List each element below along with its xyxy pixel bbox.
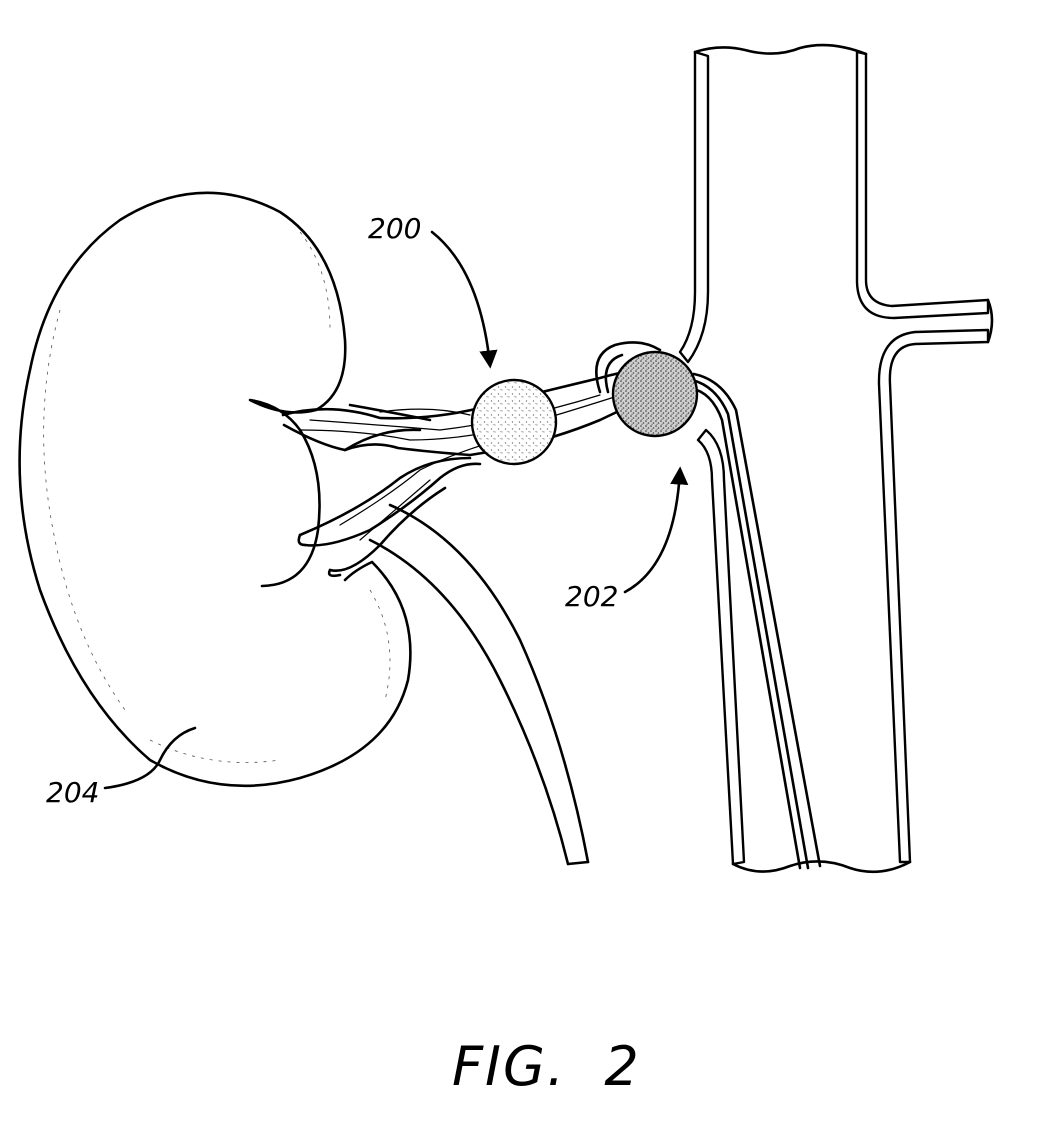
aorta-bottom-break [733, 861, 910, 871]
renal-branch-2 [305, 464, 480, 546]
kidney-outline [20, 193, 411, 786]
aorta-left-wall-lower [698, 430, 744, 864]
ablation-site-200 [472, 380, 556, 464]
ureter-end [568, 862, 588, 864]
aorta-right-wall-upper [857, 52, 988, 318]
reference-numeral-202: 202 [565, 580, 618, 613]
ablation-site-202 [613, 352, 697, 436]
ureter-right-edge [390, 505, 588, 862]
aorta-top-break [695, 45, 866, 54]
reference-numeral-204: 204 [46, 776, 99, 809]
arrow-200 [432, 232, 490, 365]
reference-numeral-200: 200 [368, 212, 421, 245]
renal-vessels [283, 370, 640, 576]
figure-caption: FIG. 2 [452, 1035, 641, 1098]
kidney-contour-left [44, 310, 125, 710]
kidney [20, 193, 411, 786]
element-202 [613, 352, 697, 436]
renal-artery-upper-edge [283, 370, 640, 418]
ureter [370, 505, 588, 864]
kidney-contour-lower [370, 590, 390, 700]
element-200 [472, 380, 556, 464]
nerve-fiber-1 [300, 392, 630, 440]
aorta-right-wall-lower [879, 330, 988, 862]
renal-branch-3 [330, 488, 445, 571]
leader-204 [105, 728, 195, 788]
aorta [680, 45, 992, 872]
arrow-202 [625, 470, 680, 592]
aorta-left-wall [680, 52, 708, 362]
